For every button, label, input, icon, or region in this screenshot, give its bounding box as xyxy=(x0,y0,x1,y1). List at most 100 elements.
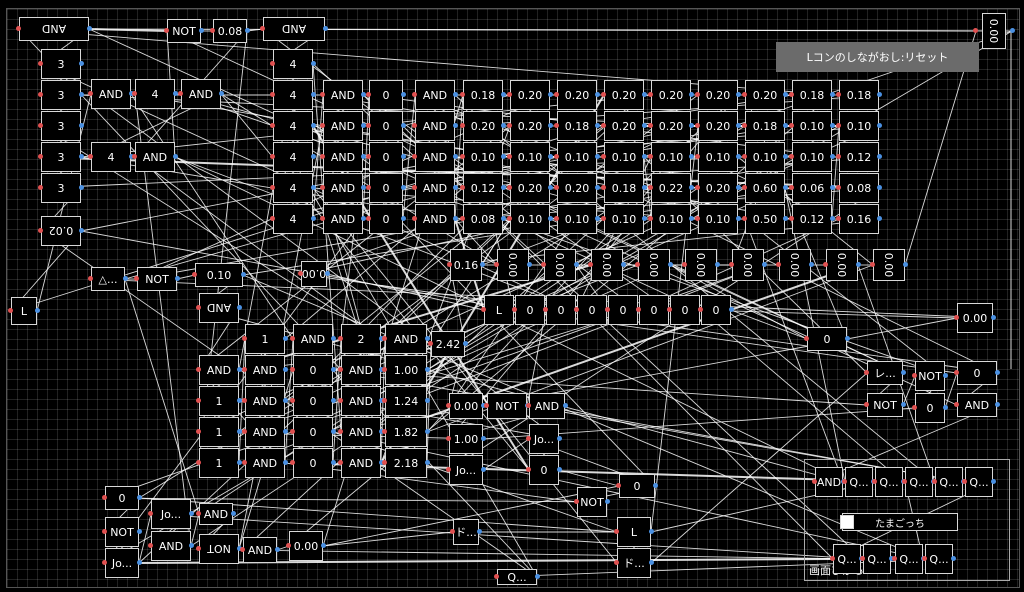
logic-node[interactable]: AND xyxy=(245,417,285,447)
logic-node[interactable]: AND xyxy=(263,17,325,41)
logic-node[interactable]: 1 xyxy=(199,417,239,447)
logic-node[interactable]: AND xyxy=(245,355,285,385)
logic-node[interactable]: 4 xyxy=(273,111,313,141)
logic-node[interactable]: AND xyxy=(341,417,381,447)
logic-node[interactable]: 0.20 xyxy=(745,80,785,110)
logic-node[interactable]: 0.20 xyxy=(463,111,503,141)
logic-node[interactable]: 0 xyxy=(957,361,997,385)
logic-node[interactable]: 0.10 xyxy=(604,142,644,172)
logic-node[interactable]: 1.00 xyxy=(385,355,427,385)
logic-node[interactable]: 0 xyxy=(293,386,333,416)
logic-node[interactable]: 0.10 xyxy=(745,142,785,172)
logic-node[interactable]: 0.20 xyxy=(557,80,597,110)
logic-node[interactable]: 3 xyxy=(41,142,81,172)
logic-node[interactable]: AND xyxy=(815,467,843,497)
logic-node[interactable]: 1 xyxy=(199,386,239,416)
logic-node[interactable]: AND xyxy=(199,293,239,323)
logic-node[interactable]: 0.10 xyxy=(651,142,691,172)
logic-node[interactable]: AND xyxy=(957,393,997,417)
logic-node[interactable]: 1.00 xyxy=(449,424,483,454)
logic-node[interactable]: 0 xyxy=(293,417,333,447)
logic-node[interactable]: 0.08 xyxy=(463,204,503,234)
logic-node[interactable]: AND xyxy=(199,355,239,385)
logic-node[interactable]: Q... xyxy=(845,467,873,497)
logic-node[interactable]: 0.10 xyxy=(792,111,832,141)
logic-node[interactable]: 1.24 xyxy=(385,386,427,416)
logic-node[interactable]: 4 xyxy=(91,142,131,172)
logic-node[interactable]: AND xyxy=(415,173,455,203)
logic-node[interactable]: 0 xyxy=(369,142,403,172)
logic-node[interactable]: 0.00 xyxy=(982,13,1006,49)
logic-node[interactable]: AND xyxy=(323,111,363,141)
logic-node[interactable]: AND xyxy=(243,537,277,563)
logic-node[interactable]: 4 xyxy=(273,80,313,110)
logic-node[interactable]: 3 xyxy=(41,111,81,141)
logic-node[interactable]: ド... xyxy=(617,548,651,578)
logic-node[interactable]: 0.02 xyxy=(41,216,81,246)
logic-node[interactable]: 0 xyxy=(619,474,655,498)
logic-node[interactable]: 0.10 xyxy=(195,263,243,287)
logic-node[interactable]: 0.10 xyxy=(792,142,832,172)
logic-node[interactable]: Jo... xyxy=(529,424,559,454)
logic-node[interactable]: 0.00 xyxy=(591,249,623,281)
logic-node[interactable]: 0.10 xyxy=(698,204,738,234)
logic-node[interactable]: 0.20 xyxy=(510,80,550,110)
logic-node[interactable]: AND xyxy=(529,393,565,419)
logic-node[interactable]: 0.00 xyxy=(957,303,993,333)
logic-node[interactable]: Q... xyxy=(935,467,963,497)
logic-node[interactable]: 0.10 xyxy=(698,142,738,172)
logic-node[interactable]: AND xyxy=(199,503,233,525)
logic-node[interactable]: 0 xyxy=(293,355,333,385)
reset-button[interactable]: Lコンのしながおし:リセット xyxy=(776,42,979,72)
logic-node[interactable]: 1.82 xyxy=(385,417,427,447)
logic-node[interactable]: Q... xyxy=(497,569,537,585)
logic-node[interactable]: 0.10 xyxy=(510,142,550,172)
controller-l-icon[interactable]: L xyxy=(617,517,651,547)
logic-node[interactable]: 1 xyxy=(245,324,285,354)
logic-node[interactable]: AND xyxy=(341,355,381,385)
logic-node[interactable]: AND xyxy=(91,79,131,109)
logic-node[interactable]: AND xyxy=(341,386,381,416)
logic-node[interactable]: 0.10 xyxy=(510,204,550,234)
logic-node[interactable]: NOT xyxy=(137,267,177,291)
logic-node[interactable]: 0.00 xyxy=(449,393,483,419)
logic-node[interactable]: 0 xyxy=(639,295,669,325)
logic-node[interactable]: AND xyxy=(323,204,363,234)
logic-node[interactable]: 0.20 xyxy=(604,111,644,141)
logic-node[interactable]: Q... xyxy=(925,544,953,574)
logic-node[interactable]: 0.06 xyxy=(792,173,832,203)
input-port[interactable] xyxy=(973,28,978,33)
logic-node[interactable]: ド... xyxy=(453,519,479,545)
logic-node[interactable]: 0 xyxy=(546,295,576,325)
logic-node[interactable]: 0.20 xyxy=(510,173,550,203)
logic-node[interactable]: AND xyxy=(415,204,455,234)
logic-node[interactable]: 2.42 xyxy=(431,331,465,357)
logic-node[interactable]: AND xyxy=(151,531,191,561)
logic-node[interactable]: 0.20 xyxy=(557,173,597,203)
logic-node[interactable]: 0.10 xyxy=(839,111,879,141)
logic-node[interactable]: AND xyxy=(245,448,285,478)
logic-node[interactable]: AND xyxy=(181,79,221,109)
logic-node[interactable]: Q... xyxy=(863,544,891,574)
logic-node[interactable]: Jo... xyxy=(151,499,191,529)
logic-node[interactable]: レ... xyxy=(867,361,903,385)
logic-node[interactable]: 0.18 xyxy=(792,80,832,110)
logic-node[interactable]: 0.20 xyxy=(651,80,691,110)
logic-node[interactable]: AND xyxy=(323,173,363,203)
logic-node[interactable]: 0.16 xyxy=(450,249,482,281)
logic-node[interactable]: 0.18 xyxy=(463,80,503,110)
logic-node[interactable]: 0.10 xyxy=(604,204,644,234)
controller-l-icon[interactable]: L xyxy=(11,297,37,325)
logic-node[interactable]: AND xyxy=(385,324,427,354)
logic-node[interactable]: 2 xyxy=(341,324,381,354)
logic-node[interactable]: AND xyxy=(415,142,455,172)
logic-node[interactable]: AND xyxy=(323,142,363,172)
logic-node[interactable]: AND xyxy=(135,142,175,172)
logic-node[interactable]: 0.00 xyxy=(873,249,905,281)
logic-node[interactable]: 0 xyxy=(701,295,731,325)
logic-node[interactable]: 0.20 xyxy=(651,111,691,141)
logic-node[interactable]: 0.10 xyxy=(463,142,503,172)
logic-node[interactable]: 4 xyxy=(273,142,313,172)
logic-node[interactable]: 0.10 xyxy=(557,204,597,234)
logic-node[interactable]: Q... xyxy=(905,467,933,497)
